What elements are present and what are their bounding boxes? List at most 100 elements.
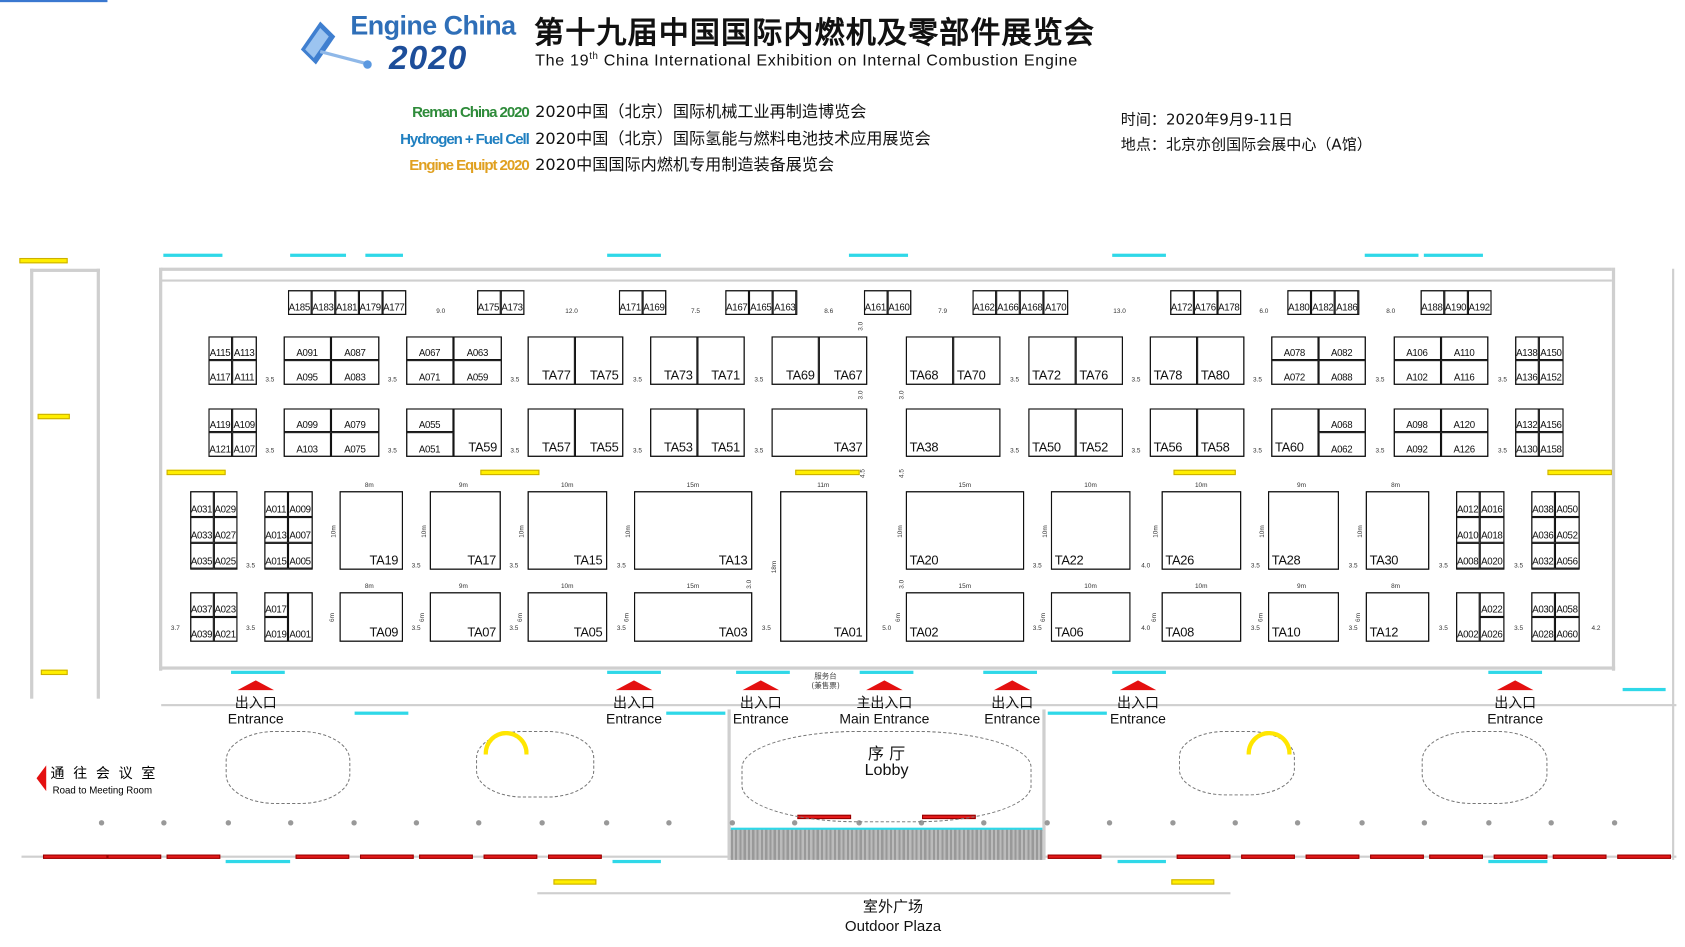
door-icon[interactable] xyxy=(365,253,403,257)
booth-ta05[interactable]: TA05 xyxy=(527,591,607,642)
booth-a175[interactable]: A175 xyxy=(476,289,501,315)
booth-a063[interactable]: A063 xyxy=(453,335,502,361)
booth-a169[interactable]: A169 xyxy=(642,289,666,315)
booth-a013[interactable]: A013 xyxy=(263,516,288,543)
booth-a055[interactable]: A055 xyxy=(405,407,454,433)
door-icon[interactable] xyxy=(666,711,726,715)
booth-a088[interactable]: A088 xyxy=(1317,360,1366,385)
booth-ta08[interactable]: TA08 xyxy=(1161,591,1241,642)
booth-a007[interactable]: A007 xyxy=(287,516,313,543)
door-icon[interactable] xyxy=(1622,687,1666,692)
booth-ta72[interactable]: TA72 xyxy=(1027,335,1076,385)
booth-a120[interactable]: A120 xyxy=(1440,407,1488,433)
booth-a012[interactable]: A012 xyxy=(1455,490,1480,517)
booth-ta52[interactable]: TA52 xyxy=(1075,407,1123,457)
door-icon[interactable] xyxy=(1488,859,1548,864)
booth-a027[interactable]: A027 xyxy=(213,516,237,543)
booth-ta57[interactable]: TA57 xyxy=(527,407,575,457)
booth-a168[interactable]: A168 xyxy=(1019,289,1044,315)
booth-a106[interactable]: A106 xyxy=(1393,335,1441,361)
booth-a192[interactable]: A192 xyxy=(1467,289,1492,315)
booth-ta77[interactable]: TA77 xyxy=(527,335,575,385)
booth-a163[interactable]: A163 xyxy=(772,289,797,315)
booth-a152[interactable]: A152 xyxy=(1538,360,1564,385)
booth-a067[interactable]: A067 xyxy=(405,335,454,361)
booth-a091[interactable]: A091 xyxy=(283,335,331,361)
booth-a035[interactable]: A035 xyxy=(189,542,214,570)
door-icon[interactable] xyxy=(730,827,1043,831)
booth-a028[interactable]: A028 xyxy=(1530,616,1555,642)
booth-a082[interactable]: A082 xyxy=(1317,335,1366,361)
booth-a156[interactable]: A156 xyxy=(1538,407,1564,433)
booth-ta80[interactable]: TA80 xyxy=(1196,335,1244,385)
booth-a036[interactable]: A036 xyxy=(1530,516,1555,543)
booth-a111[interactable]: A111 xyxy=(232,360,257,385)
booth-a050[interactable]: A050 xyxy=(1554,490,1580,517)
booth-a021[interactable]: A021 xyxy=(213,616,237,642)
booth-a178[interactable]: A178 xyxy=(1216,289,1241,315)
door-icon[interactable] xyxy=(1112,670,1166,674)
booth-a171[interactable]: A171 xyxy=(618,289,643,315)
door-icon[interactable] xyxy=(1047,711,1107,715)
booth-a136[interactable]: A136 xyxy=(1514,360,1539,385)
booth-a132[interactable]: A132 xyxy=(1514,407,1539,433)
booth-a038[interactable]: A038 xyxy=(1530,490,1555,517)
booth-ta09[interactable]: TA09 xyxy=(339,591,403,642)
booth-a181[interactable]: A181 xyxy=(334,289,359,315)
booth-ta10[interactable]: TA10 xyxy=(1267,591,1339,642)
booth-a039[interactable]: A039 xyxy=(189,616,214,642)
booth-a023[interactable]: A023 xyxy=(213,591,237,617)
booth-a062[interactable]: A062 xyxy=(1317,432,1366,457)
door-icon[interactable] xyxy=(983,670,1037,674)
booth-ta20[interactable]: TA20 xyxy=(905,490,1024,570)
booth-a110[interactable]: A110 xyxy=(1440,335,1488,361)
booth-a115[interactable]: A115 xyxy=(207,335,233,361)
booth-a075[interactable]: A075 xyxy=(330,432,379,457)
booth-a113[interactable]: A113 xyxy=(232,335,257,361)
booth-a099[interactable]: A099 xyxy=(283,407,331,433)
booth-a020[interactable]: A020 xyxy=(1479,542,1504,570)
booth-ta13[interactable]: TA13 xyxy=(633,490,752,570)
booth-ta67[interactable]: TA67 xyxy=(818,335,867,385)
booth-a059[interactable]: A059 xyxy=(453,360,502,385)
booth-a031[interactable]: A031 xyxy=(189,490,214,517)
door-icon[interactable] xyxy=(612,859,661,864)
booth-a109[interactable]: A109 xyxy=(232,407,257,433)
booth-a173[interactable]: A173 xyxy=(500,289,524,315)
booth-a056[interactable]: A056 xyxy=(1554,542,1580,570)
booth-a072[interactable]: A072 xyxy=(1270,360,1318,385)
booth-ta75[interactable]: TA75 xyxy=(574,335,623,385)
door-icon[interactable] xyxy=(163,253,223,257)
booth-a167[interactable]: A167 xyxy=(724,289,749,315)
booth-ta78[interactable]: TA78 xyxy=(1149,335,1197,385)
booth-a092[interactable]: A092 xyxy=(1393,432,1441,457)
booth-a037[interactable]: A037 xyxy=(189,591,214,617)
booth-a032[interactable]: A032 xyxy=(1530,542,1555,570)
booth-a078[interactable]: A078 xyxy=(1270,335,1318,361)
door-icon[interactable] xyxy=(1423,253,1483,257)
booth-ta70[interactable]: TA70 xyxy=(952,335,1000,385)
booth-a102[interactable]: A102 xyxy=(1393,360,1441,385)
booth-a029[interactable]: A029 xyxy=(213,490,237,517)
booth-ta12[interactable]: TA12 xyxy=(1365,591,1429,642)
booth-ta37[interactable]: TA37 xyxy=(771,407,867,457)
booth-a182[interactable]: A182 xyxy=(1310,289,1335,315)
booth-a186[interactable]: A186 xyxy=(1334,289,1359,315)
booth-a119[interactable]: A119 xyxy=(207,407,233,433)
booth-a188[interactable]: A188 xyxy=(1420,289,1444,315)
booth-ta01[interactable]: TA01 xyxy=(779,490,867,642)
booth-ta73[interactable]: TA73 xyxy=(649,335,697,385)
booth-a060[interactable]: A060 xyxy=(1554,616,1580,642)
booth-a051[interactable]: A051 xyxy=(405,432,454,457)
booth-a011[interactable]: A011 xyxy=(263,490,288,517)
booth-a002[interactable]: A002 xyxy=(1455,591,1480,642)
booth-a177[interactable]: A177 xyxy=(382,289,406,315)
booth-ta71[interactable]: TA71 xyxy=(696,335,745,385)
booth-ta22[interactable]: TA22 xyxy=(1050,490,1130,570)
booth-a068[interactable]: A068 xyxy=(1317,407,1366,433)
